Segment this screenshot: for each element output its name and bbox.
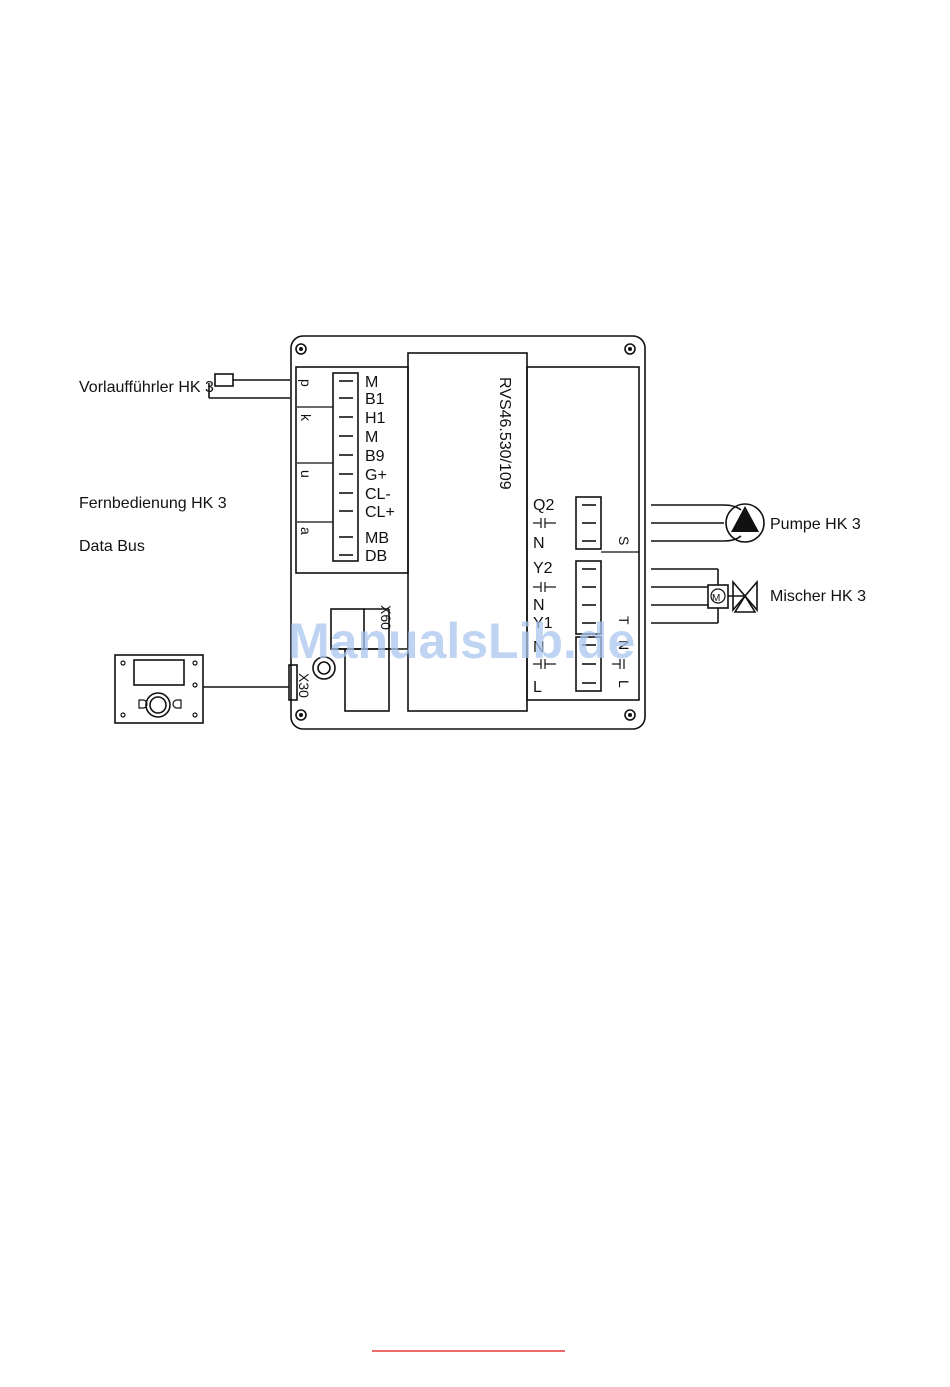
left-group-letter-2: k (298, 414, 314, 422)
label-pumpe: Pumpe HK 3 (770, 516, 861, 533)
left-terminal-label: M (365, 374, 378, 391)
left-terminal-label: B9 (365, 448, 385, 465)
terminal-y2: Y2 (533, 560, 553, 577)
label-data-bus: Data Bus (79, 538, 145, 555)
left-terminal-label: CL+ (365, 504, 395, 521)
left-terminal-label: B1 (365, 391, 385, 408)
module-model-label: RVS46.530/109 (496, 377, 513, 490)
left-group-letter-1: p (298, 379, 314, 387)
pump-icon (726, 504, 764, 542)
left-terminal-label: CL- (365, 486, 391, 503)
terminal-n2: N (533, 597, 545, 614)
mixer-valve-icon: M (708, 582, 757, 612)
terminal-q2: Q2 (533, 497, 554, 514)
label-mischer: Mischer HK 3 (770, 588, 866, 605)
left-terminal-label: G+ (365, 467, 387, 484)
left-group-letter-3: u (298, 470, 314, 478)
connector-x30-label: X30 (296, 673, 312, 698)
right-group-letter-l: L (616, 680, 632, 688)
left-terminal-label: MB (365, 530, 389, 547)
left-terminal-ticks (339, 381, 353, 555)
controller-housing (291, 336, 645, 729)
right-group-letter-s: S (616, 536, 632, 545)
svg-text:M: M (712, 593, 720, 604)
left-terminal-label: M (365, 429, 378, 446)
left-terminal-label: H1 (365, 410, 386, 427)
terminal-l: L (533, 679, 542, 696)
left-terminal-strip (333, 373, 358, 561)
flow-sensor-icon (215, 374, 233, 386)
label-fernbedienung: Fernbedienung HK 3 (79, 495, 227, 512)
watermark: ManualsLib.de (288, 613, 635, 669)
left-terminal-label: DB (365, 548, 387, 565)
left-group-letter-4: a (298, 527, 314, 535)
remote-control-icon (115, 655, 203, 723)
terminal-n1: N (533, 535, 545, 552)
label-vorlauffuehler: Vorlaufführler HK 3 (79, 379, 214, 396)
